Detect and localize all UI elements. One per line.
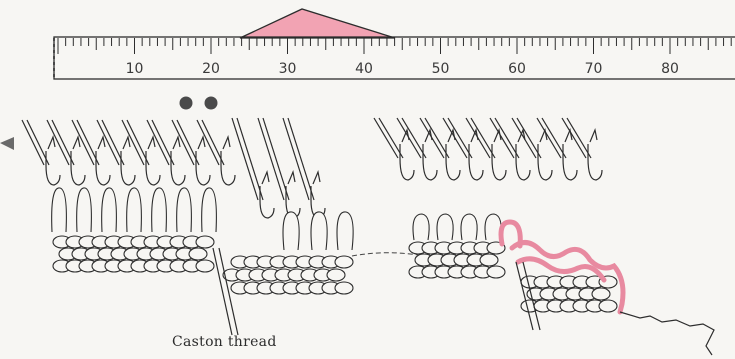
stitch-loop bbox=[335, 282, 353, 294]
needle-ruler: 10 20 30 40 50 60 70 80 bbox=[54, 37, 735, 79]
knitted-fabric bbox=[52, 188, 617, 312]
latch-needle bbox=[562, 118, 602, 180]
trailing-yarn bbox=[620, 312, 714, 355]
stitch-loop bbox=[335, 256, 353, 268]
latch-needle bbox=[512, 118, 552, 180]
stitch-loop bbox=[102, 188, 117, 232]
latch-needle bbox=[22, 120, 60, 185]
yarn-float bbox=[352, 253, 418, 256]
ruler-label: 70 bbox=[585, 61, 603, 77]
ruler-label: 30 bbox=[279, 61, 297, 77]
stitch-loop bbox=[327, 269, 345, 281]
stitch-loop bbox=[480, 254, 498, 266]
latch-needle bbox=[172, 120, 210, 185]
ruler-label: 40 bbox=[355, 61, 373, 77]
latch-needle bbox=[537, 118, 577, 180]
stitch-loop bbox=[52, 188, 67, 232]
ruler-label: 10 bbox=[126, 61, 144, 77]
needle-marker-dot bbox=[205, 97, 218, 110]
stitch-loop bbox=[202, 188, 217, 232]
caston-thread-label: Caston thread bbox=[172, 334, 277, 350]
carriage-triangle bbox=[240, 9, 395, 38]
stitch-loop bbox=[413, 214, 429, 240]
ruler-label: 20 bbox=[202, 61, 220, 77]
stitch-loop bbox=[152, 188, 167, 232]
latch-needle bbox=[147, 120, 185, 185]
stitch-loop bbox=[461, 214, 477, 240]
ruler-label: 50 bbox=[432, 61, 450, 77]
stitch-loop bbox=[487, 266, 505, 278]
stitch-loop bbox=[177, 188, 192, 232]
latch-needle bbox=[47, 120, 85, 185]
ruler-labels: 10 20 30 40 50 60 70 80 bbox=[126, 61, 679, 77]
stitch-loop bbox=[196, 236, 214, 248]
direction-arrow-icon bbox=[0, 137, 14, 150]
stitch-loop bbox=[127, 188, 142, 232]
latch-needle bbox=[283, 118, 325, 218]
stitch-loop bbox=[196, 260, 214, 272]
stitch-loop bbox=[337, 212, 353, 250]
stitch-loop bbox=[592, 288, 610, 300]
stitch-loop bbox=[189, 248, 207, 260]
ruler-ticks bbox=[54, 38, 731, 78]
ruler-label: 60 bbox=[508, 61, 526, 77]
latch-needle bbox=[490, 118, 530, 180]
stitch-loop bbox=[77, 188, 92, 232]
needle-marker-dot bbox=[180, 97, 193, 110]
ruler-label: 80 bbox=[661, 61, 679, 77]
stitch-loop bbox=[437, 214, 453, 240]
stitch-loop bbox=[599, 300, 617, 312]
stitch-loop bbox=[311, 212, 327, 250]
latch-needle bbox=[97, 120, 135, 185]
latch-needle bbox=[72, 120, 110, 185]
latch-needle bbox=[258, 118, 300, 218]
latch-needle bbox=[122, 120, 160, 185]
stitch-loop bbox=[283, 212, 299, 250]
latch-needle bbox=[197, 120, 235, 185]
